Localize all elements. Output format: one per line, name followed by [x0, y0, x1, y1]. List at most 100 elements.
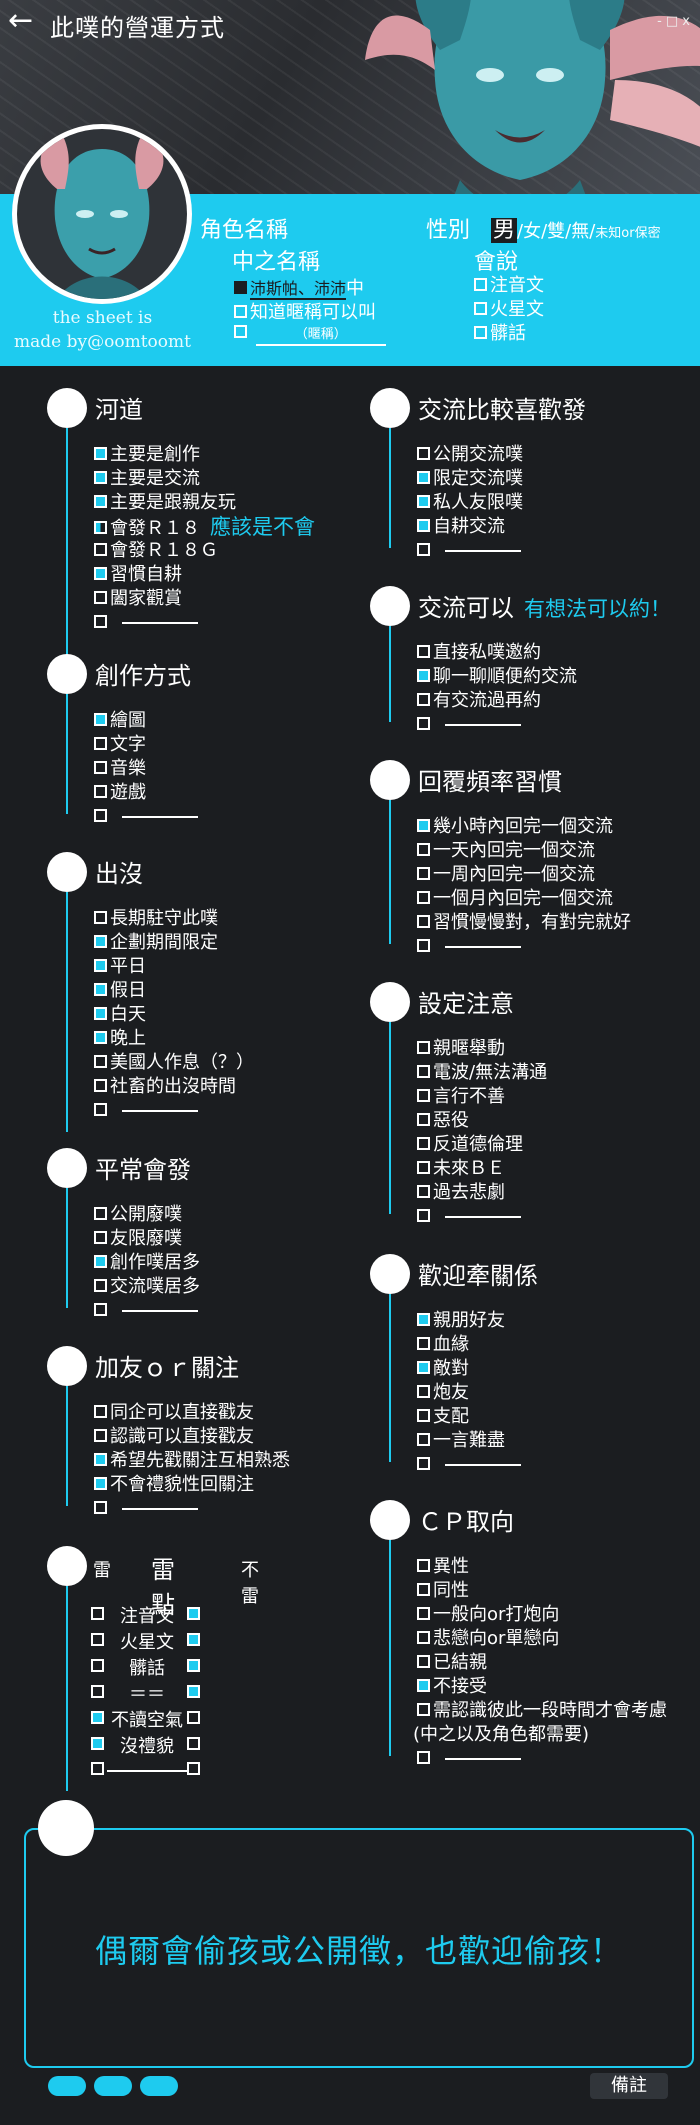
checkbox-item[interactable] [94, 1299, 200, 1323]
checkbox[interactable] [417, 1064, 430, 1078]
checkbox-item[interactable] [417, 539, 523, 563]
checkbox[interactable] [94, 958, 107, 972]
checkbox[interactable] [94, 1404, 107, 1418]
blank-line[interactable] [122, 1110, 198, 1112]
checkbox[interactable] [417, 692, 430, 706]
window-controls[interactable]: - □ x [657, 14, 690, 29]
checkbox[interactable] [417, 1606, 430, 1620]
checkbox[interactable] [91, 1762, 104, 1775]
checkbox-item[interactable] [94, 805, 198, 829]
checkbox-item[interactable]: 聊一聊順便約交流 [417, 665, 577, 689]
checkbox-item[interactable]: 言行不善 [417, 1085, 547, 1109]
blank-line[interactable] [122, 816, 198, 818]
checkbox[interactable] [417, 1360, 430, 1374]
nickname-blank[interactable]: （暱稱） [255, 326, 386, 346]
checkbox[interactable] [474, 277, 487, 291]
checkbox[interactable] [417, 1750, 430, 1764]
checkbox-item[interactable]: 文字 [94, 733, 198, 757]
checkbox-item[interactable]: 已結親 [417, 1651, 667, 1675]
checkbox[interactable] [94, 760, 107, 774]
checkbox[interactable] [94, 1428, 107, 1442]
checkbox-item[interactable]: 一個月內回完一個交流 [417, 887, 631, 911]
nakano-option-1[interactable]: 沛斯帕、沛沛中 [234, 274, 364, 300]
checkbox-item[interactable] [94, 611, 315, 635]
checkbox[interactable] [94, 1078, 107, 1092]
checkbox[interactable] [417, 1558, 430, 1572]
checkbox-item[interactable]: 習慣自耕 [94, 563, 315, 587]
checkbox[interactable] [187, 1607, 200, 1620]
checkbox[interactable] [417, 1112, 430, 1126]
checkbox-item[interactable]: 一天內回完一個交流 [417, 839, 631, 863]
checkbox-item[interactable]: 需認識彼此一段時間才會考慮 [417, 1699, 667, 1723]
checkbox[interactable] [94, 1452, 107, 1466]
blank-line[interactable] [107, 1769, 187, 1772]
speak-option[interactable]: 火星文 [474, 298, 544, 322]
checkbox[interactable] [417, 1582, 430, 1596]
checkbox[interactable] [417, 1702, 430, 1716]
page-pill-2[interactable] [94, 2076, 132, 2096]
checkbox-item[interactable]: 公開交流噗 [417, 443, 523, 467]
checkbox[interactable] [91, 1659, 104, 1672]
checkbox-item[interactable]: 創作噗居多 [94, 1251, 200, 1275]
checkbox-item[interactable]: 音樂 [94, 757, 198, 781]
checkbox[interactable] [417, 1336, 430, 1350]
checkbox[interactable] [417, 914, 430, 928]
checkbox[interactable] [94, 542, 107, 556]
checkbox-item[interactable]: 假日 [94, 979, 254, 1003]
checkbox[interactable] [94, 808, 107, 822]
checkbox-item[interactable]: 自耕交流 [417, 515, 523, 539]
checkbox-item[interactable]: 不接受 [417, 1675, 667, 1699]
checkbox-item[interactable] [94, 1099, 254, 1123]
checkbox[interactable] [94, 590, 107, 604]
checkbox-item[interactable]: 同企可以直接戳友 [94, 1401, 290, 1425]
checkbox-item[interactable]: 認識可以直接戳友 [94, 1425, 290, 1449]
checkbox-item[interactable]: 支配 [417, 1405, 521, 1429]
checkbox[interactable] [417, 890, 430, 904]
checkbox[interactable] [91, 1685, 104, 1698]
checkbox[interactable] [417, 1160, 430, 1174]
checkbox[interactable] [234, 304, 247, 318]
checkbox[interactable] [234, 280, 247, 294]
checkbox-item[interactable]: 直接私噗邀約 [417, 641, 577, 665]
back-arrow-icon[interactable]: ← [8, 3, 34, 38]
checkbox-item[interactable]: 白天 [94, 1003, 254, 1027]
checkbox-item[interactable]: 親朋好友 [417, 1309, 521, 1333]
gender-unknown[interactable]: 未知or保密 [595, 226, 661, 241]
checkbox[interactable] [94, 446, 107, 460]
checkbox-item[interactable]: 主要是跟親友玩 [94, 491, 315, 515]
checkbox[interactable] [94, 1476, 107, 1490]
blank-line[interactable] [445, 946, 521, 948]
checkbox[interactable] [91, 1633, 104, 1646]
checkbox-item[interactable]: 電波/無法溝通 [417, 1061, 547, 1085]
blank-line[interactable] [445, 724, 521, 726]
checkbox[interactable] [417, 716, 430, 730]
checkbox-item[interactable]: 繪圖 [94, 709, 198, 733]
checkbox-item[interactable] [417, 1453, 521, 1477]
nakano-option-2[interactable]: 知道暱稱可以叫 [234, 298, 376, 324]
checkbox-item[interactable]: 交流噗居多 [94, 1275, 200, 1299]
checkbox[interactable] [94, 1054, 107, 1068]
checkbox[interactable] [417, 494, 430, 508]
checkbox-item[interactable]: 惡役 [417, 1109, 547, 1133]
checkbox[interactable] [417, 1654, 430, 1668]
blank-line[interactable] [122, 1508, 198, 1510]
checkbox[interactable] [417, 938, 430, 952]
checkbox-item[interactable]: 主要是創作 [94, 443, 315, 467]
checkbox[interactable] [94, 1230, 107, 1244]
checkbox[interactable] [91, 1711, 104, 1724]
checkbox-item[interactable]: 反道德倫理 [417, 1133, 547, 1157]
blank-line[interactable] [445, 1464, 521, 1466]
checkbox[interactable] [417, 1088, 430, 1102]
checkbox-item[interactable]: 有交流過再約 [417, 689, 577, 713]
checkbox[interactable] [234, 324, 247, 338]
checkbox-item[interactable]: 遊戲 [94, 781, 198, 805]
checkbox[interactable] [187, 1762, 200, 1775]
checkbox[interactable] [417, 542, 430, 556]
gender-others[interactable]: /女/雙/無/ [517, 221, 596, 242]
checkbox[interactable] [94, 712, 107, 726]
checkbox-item[interactable] [417, 935, 631, 959]
checkbox[interactable] [94, 1102, 107, 1116]
checkbox[interactable] [417, 668, 430, 682]
checkbox[interactable] [417, 1136, 430, 1150]
checkbox[interactable] [417, 1184, 430, 1198]
